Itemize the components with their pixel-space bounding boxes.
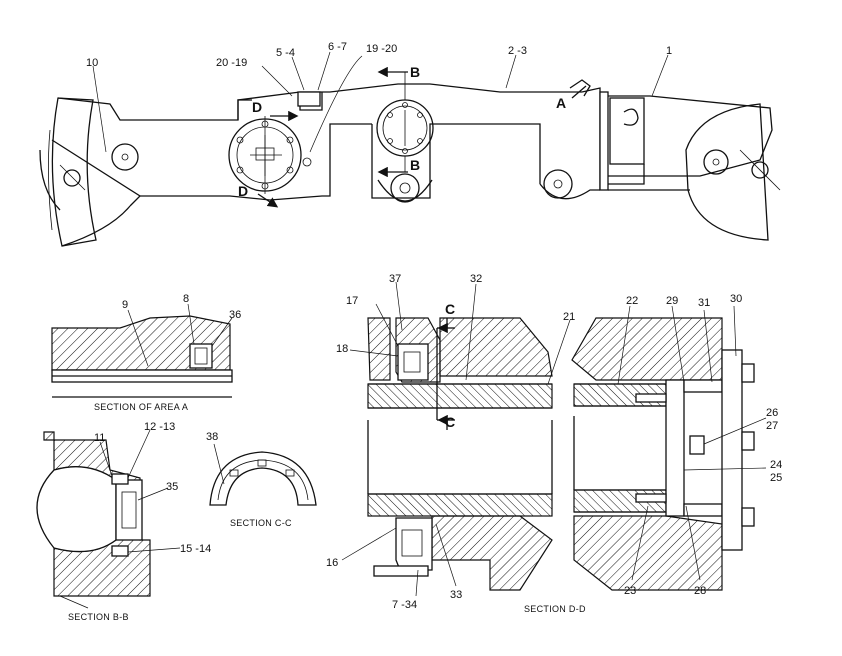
label-16: 16 — [326, 557, 338, 569]
label-c-bottom: C — [445, 414, 455, 430]
label-b-top: B — [410, 64, 420, 80]
label-12-13: 12 -13 — [144, 421, 175, 433]
label-10: 10 — [86, 57, 98, 69]
label-25: 25 — [770, 472, 782, 484]
section-dd-left — [341, 281, 571, 597]
label-d-top: D — [252, 99, 262, 115]
label-18: 18 — [336, 343, 348, 355]
section-dd-right — [571, 305, 767, 591]
label-36: 36 — [229, 309, 241, 321]
caption-cc: SECTION C-C — [230, 518, 292, 528]
label-9: 9 — [122, 299, 128, 311]
label-19-20: 19 -20 — [366, 43, 397, 55]
label-32: 32 — [470, 273, 482, 285]
label-24: 24 — [770, 459, 782, 471]
label-22: 22 — [626, 295, 638, 307]
caption-dd: SECTION D-D — [524, 604, 586, 614]
label-38: 38 — [206, 431, 218, 443]
section-cc — [209, 443, 317, 506]
label-29: 29 — [666, 295, 678, 307]
label-5-4: 5 -4 — [276, 47, 295, 59]
label-15-14: 15 -14 — [180, 543, 211, 555]
label-26: 26 — [766, 407, 778, 419]
callout-labels: 10 20 -19 5 -4 6 -7 19 -20 2 -3 1 B B A … — [68, 41, 782, 622]
label-35: 35 — [166, 481, 178, 493]
label-8: 8 — [183, 293, 189, 305]
label-d-bottom: D — [238, 183, 248, 199]
section-area-a — [51, 303, 233, 398]
top-assembly-view — [39, 51, 781, 247]
label-17: 17 — [346, 295, 358, 307]
label-21: 21 — [563, 311, 575, 323]
label-23: 23 — [624, 585, 636, 597]
label-6-7: 6 -7 — [328, 41, 347, 53]
caption-area-a: SECTION OF AREA A — [94, 402, 188, 412]
label-20-19: 20 -19 — [216, 57, 247, 69]
label-a: A — [556, 95, 566, 111]
label-31: 31 — [698, 297, 710, 309]
label-2-3: 2 -3 — [508, 45, 527, 57]
caption-bb: SECTION B-B — [68, 612, 129, 622]
label-11: 11 — [94, 432, 105, 444]
label-30: 30 — [730, 293, 742, 305]
label-33: 33 — [450, 589, 462, 601]
section-bb — [36, 429, 181, 609]
label-28: 28 — [694, 585, 706, 597]
label-37: 37 — [389, 273, 401, 285]
label-b-bottom: B — [410, 157, 420, 173]
label-27: 27 — [766, 420, 778, 432]
label-7-34: 7 -34 — [392, 599, 417, 611]
label-1: 1 — [666, 45, 672, 57]
label-c-top: C — [445, 301, 455, 317]
